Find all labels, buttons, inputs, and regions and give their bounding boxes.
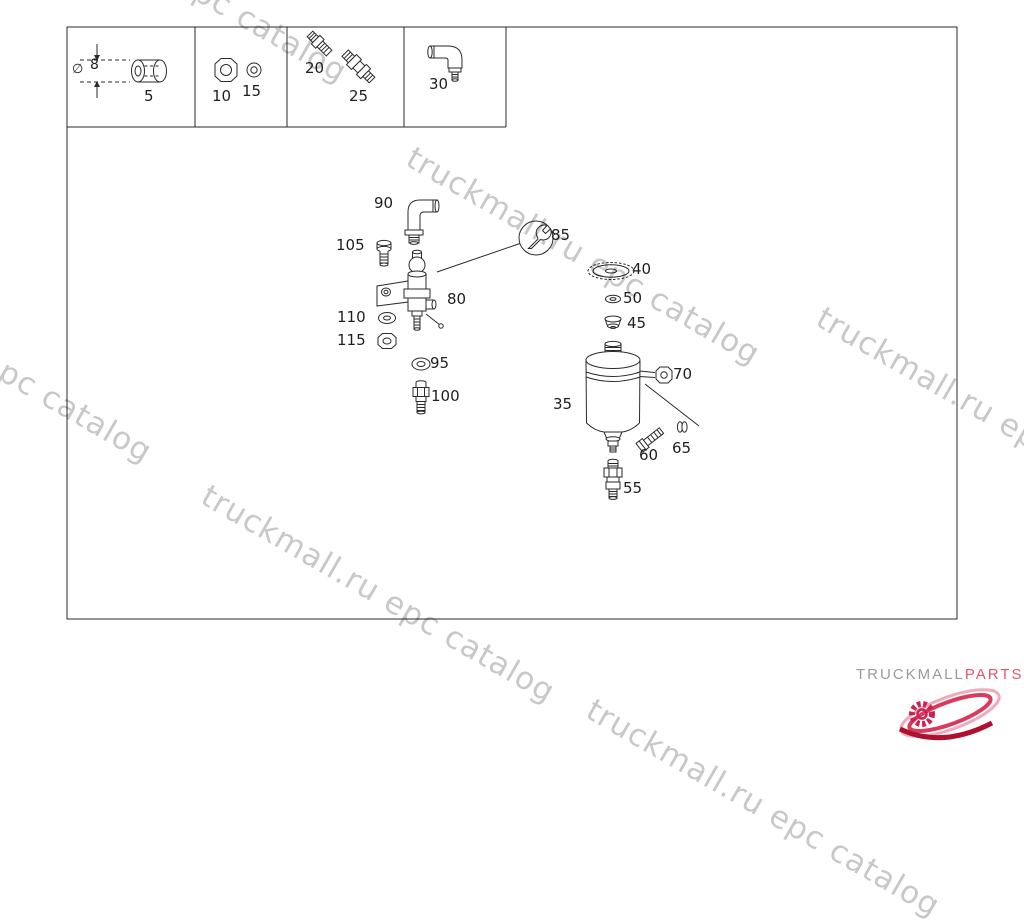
part-label-10: 10	[212, 87, 232, 105]
part-50-washer-drawing	[605, 294, 621, 304]
gear-icon	[909, 701, 935, 727]
part-label-115: 115	[337, 331, 366, 349]
part-label-85: 85	[551, 226, 571, 244]
part-5-bushing-drawing	[80, 44, 167, 98]
part-80-valve-drawing	[376, 249, 444, 331]
part-55-fitting-drawing	[603, 458, 623, 500]
part-label-65: 65	[672, 439, 692, 457]
parts-diagram-drawing	[66, 26, 1001, 741]
dimension-value: 8	[90, 57, 99, 73]
part-label-95: 95	[430, 354, 450, 372]
part-85-wrench-callout-drawing	[436, 220, 554, 273]
part-label-5: 5	[144, 87, 154, 105]
part-label-35: 35	[553, 395, 573, 413]
logo-brand-text: TRUCKMALL	[856, 666, 965, 683]
part-65-washer-drawing	[676, 421, 688, 433]
part-label-40: 40	[632, 260, 652, 278]
part-label-50: 50	[623, 289, 643, 307]
part-40-cap-drawing	[587, 262, 635, 280]
part-35-reservoir-drawing	[585, 340, 700, 453]
part-label-110: 110	[337, 308, 366, 326]
part-110-washer-drawing	[378, 312, 396, 324]
part-30-elbow-drawing	[427, 45, 463, 82]
part-label-100: 100	[431, 387, 460, 405]
part-105-bolt-drawing	[376, 239, 392, 267]
part-100-fitting-drawing	[412, 380, 430, 415]
part-label-70: 70	[673, 365, 693, 383]
site-logo: TRUCKMALLPARTS	[856, 666, 1024, 683]
logo-suffix-text: PARTS	[964, 666, 1024, 683]
part-label-60: 60	[639, 446, 659, 464]
part-20-fitting-drawing	[306, 30, 333, 57]
part-label-45: 45	[627, 314, 647, 332]
part-90-elbow-drawing	[404, 199, 440, 245]
part-15-plug-drawing	[246, 62, 262, 78]
part-label-105: 105	[336, 236, 365, 254]
part-115-nut-drawing	[377, 333, 397, 349]
logo-emblem	[898, 688, 1001, 741]
part-label-30: 30	[429, 75, 449, 93]
part-45-grommet-drawing	[604, 315, 622, 329]
part-label-25: 25	[349, 87, 369, 105]
part-60-bolt-drawing	[635, 427, 665, 453]
part-label-55: 55	[623, 479, 643, 497]
part-label-90: 90	[374, 194, 394, 212]
part-70-nut-drawing	[655, 366, 673, 384]
diameter-symbol: ∅	[72, 62, 84, 77]
part-10-nut-drawing	[214, 58, 238, 82]
diagram-frame	[66, 26, 958, 620]
part-25-union-drawing	[341, 49, 376, 84]
part-95-sealing-ring-drawing	[411, 357, 431, 371]
part-label-15: 15	[242, 82, 262, 100]
part-label-80: 80	[447, 290, 467, 308]
part-label-20: 20	[305, 59, 325, 77]
